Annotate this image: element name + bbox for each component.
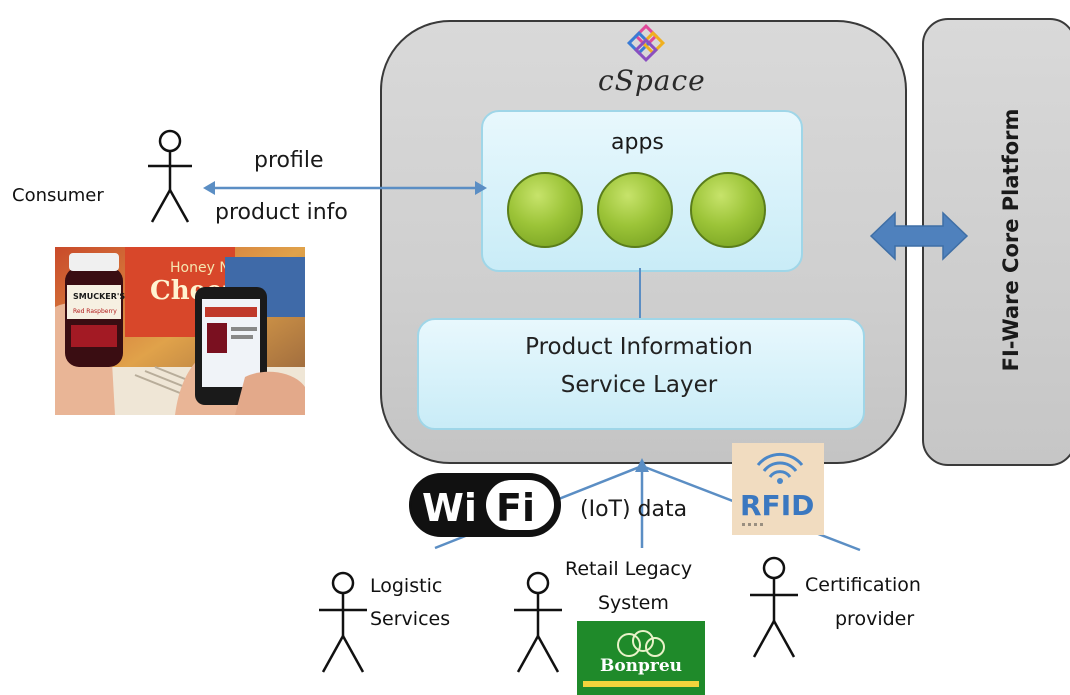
logistic-label-line2: Services (370, 608, 451, 630)
consumer-apps-arrow (203, 181, 487, 195)
logistic-actor-icon (319, 571, 367, 673)
platform-double-arrow-icon (869, 211, 969, 261)
consumer-shopping-photo: Honey Nut Cheerios SMUCKER'S Red Raspber… (55, 247, 305, 415)
rfid-logo-icon: RFID (732, 443, 824, 535)
wifi-text-fi: Fi (496, 486, 535, 530)
fiware-platform-label: FI-Ware Core Platform (999, 108, 1023, 372)
retail-actor-icon (514, 571, 562, 673)
cspace-logo-icon (626, 23, 666, 63)
wifi-text-wi: Wi (422, 486, 477, 530)
app-circle-2 (597, 172, 673, 248)
consumer-actor-icon (148, 129, 192, 223)
photo-raspberry-text: Red Raspberry (73, 308, 117, 315)
photo-smuckers-text: SMUCKER'S (73, 292, 125, 301)
retail-label-line2: System (598, 592, 669, 614)
app-circle-3 (690, 172, 766, 248)
bonpreu-logo-icon: Bonpreu (577, 621, 705, 695)
service-layer-line2: Service Layer (560, 372, 718, 398)
service-layer-line1: Product Information (525, 334, 753, 360)
cspace-logo-text: cSpace (598, 64, 706, 97)
apps-label: apps (611, 130, 664, 155)
retail-label-line1: Retail Legacy (565, 558, 693, 580)
profile-label: profile (254, 148, 324, 173)
bonpreu-text: Bonpreu (600, 656, 682, 676)
service-layer-box (417, 318, 865, 430)
rfid-text: RFID (740, 489, 814, 522)
app-circle-1 (507, 172, 583, 248)
consumer-label: Consumer (12, 185, 104, 206)
wifi-logo-icon: Wi Fi (409, 473, 561, 537)
apps-layer-connector (639, 268, 641, 318)
certification-label-line1: Certification (805, 574, 921, 596)
logistic-label-line1: Logistic (370, 575, 443, 597)
product-info-label: product info (215, 200, 348, 225)
certification-label-line2: provider (835, 608, 915, 630)
certification-actor-icon (750, 556, 798, 658)
iot-data-label: (IoT) data (580, 497, 688, 522)
